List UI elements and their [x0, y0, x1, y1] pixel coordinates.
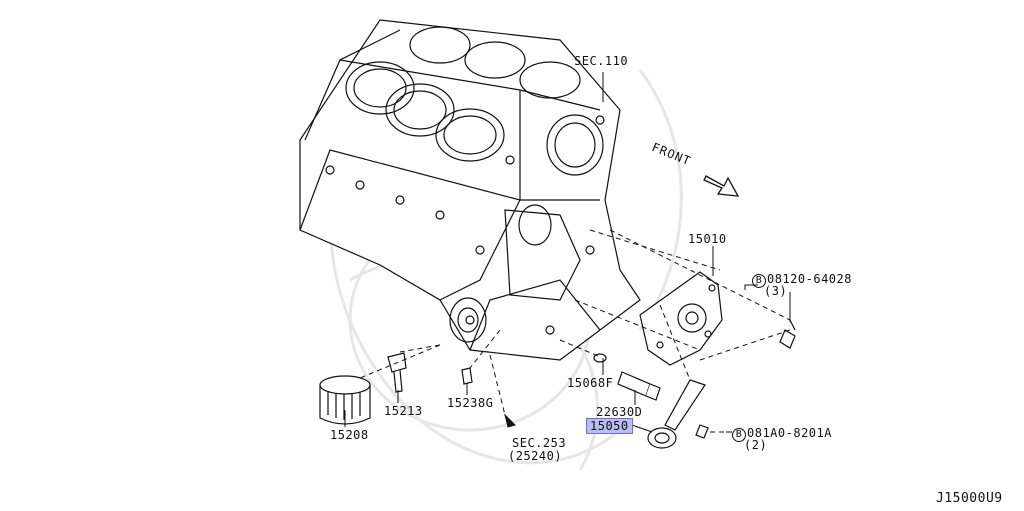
label-part-15238g[interactable]: 15238G — [447, 396, 494, 410]
oil-pressure-sensor-part — [593, 353, 661, 401]
label-sec-253-ref: (25240) — [508, 449, 563, 463]
front-arrow-icon — [703, 175, 740, 197]
plug-15238g-part — [461, 367, 473, 385]
diagram-code: J15000U9 — [936, 491, 1003, 506]
dashed-leader-lines — [359, 229, 791, 433]
label-part-15068f[interactable]: 15068F — [567, 376, 614, 390]
label-part-15213[interactable]: 15213 — [384, 404, 423, 418]
label-part-22630d[interactable]: 22630D — [596, 405, 643, 419]
oil-pump-part — [639, 271, 723, 366]
bolt2-part-number: 081A0-8201A — [747, 426, 832, 440]
bolt-parts — [695, 319, 796, 439]
label-sec-253[interactable]: SEC.253 — [512, 436, 567, 450]
label-part-15010[interactable]: 15010 — [688, 232, 727, 246]
oil-filter-part — [319, 375, 371, 425]
cylinder-bores — [345, 26, 604, 246]
bolt-holes — [325, 115, 605, 335]
label-sec-110[interactable]: SEC.110 — [574, 54, 629, 68]
oil-strainer-part — [647, 379, 706, 449]
leader-lines — [344, 72, 791, 433]
label-part-15208[interactable]: 15208 — [330, 428, 369, 442]
sec253-arrow-icon — [504, 413, 516, 428]
label-part-15050-highlighted[interactable]: 15050 — [586, 418, 633, 434]
bolt-symbol-icon: B — [732, 428, 746, 442]
filter-connector-part — [387, 352, 407, 393]
crank-pulley — [449, 297, 487, 343]
engine-block — [299, 19, 641, 361]
label-bolt2-quantity: (2) — [744, 438, 768, 452]
bolt-symbol-icon: B — [752, 274, 766, 288]
label-bolt1-quantity: (3) — [764, 284, 788, 298]
bolt1-part-number: 08120-64028 — [767, 272, 852, 286]
